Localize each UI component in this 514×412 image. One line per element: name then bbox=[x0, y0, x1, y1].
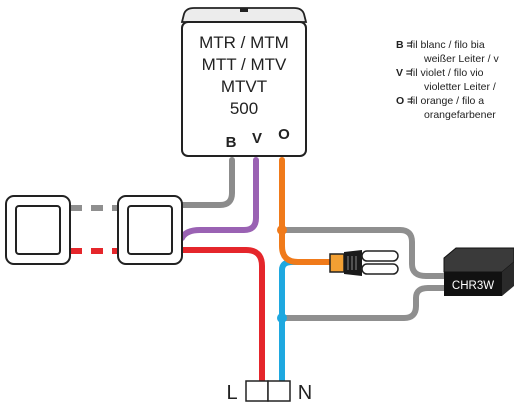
white-wire-b bbox=[179, 157, 235, 208]
grey-wire-upper bbox=[279, 227, 449, 279]
switch-left bbox=[5, 195, 71, 265]
chr3w-unit: CHR3W bbox=[443, 247, 514, 296]
switch-right bbox=[117, 195, 183, 265]
legend-entry-o: O = fil orange / filo a orangefarbener bbox=[396, 94, 514, 122]
module-model-line-3: MTVT bbox=[221, 77, 267, 96]
neutral-wire-n bbox=[279, 259, 337, 384]
grey-wire-lower bbox=[279, 285, 449, 321]
mains-terminal-block: L N bbox=[226, 380, 312, 404]
module-model-line-1: MTR / MTM bbox=[199, 33, 289, 52]
junction-dot-upper bbox=[277, 225, 287, 235]
legend-key-v: V = bbox=[396, 67, 413, 79]
wires bbox=[70, 157, 449, 384]
module-model-line-2: MTT / MTV bbox=[202, 55, 287, 74]
mains-label-n: N bbox=[298, 382, 312, 404]
legend-key-o: O = bbox=[396, 95, 414, 107]
terminal-label-b: B bbox=[226, 134, 237, 151]
wire-connector bbox=[329, 250, 399, 276]
violet-wire-v bbox=[179, 157, 259, 241]
legend-text-v-1: fil violet / filo vio bbox=[410, 67, 484, 79]
legend-text-b-2: weißer Leiter / v bbox=[424, 53, 499, 65]
legend-text-v-2: violetter Leiter / bbox=[424, 81, 496, 93]
legend-text-o-2: orangefarbener bbox=[424, 109, 496, 121]
phase-wire-l bbox=[179, 247, 265, 384]
legend-entry-b: B = fil blanc / filo bia weißer Leiter /… bbox=[396, 38, 514, 66]
terminal-label-v: V bbox=[252, 130, 262, 147]
legend-key-b: B = bbox=[396, 39, 413, 51]
orange-wire-o bbox=[279, 157, 337, 265]
terminal-label-o: O bbox=[278, 126, 290, 143]
wire-legend: B = fil blanc / filo bia weißer Leiter /… bbox=[396, 38, 514, 122]
legend-entry-v: V = fil violet / filo vio violetter Leit… bbox=[396, 66, 514, 94]
legend-text-o-1: fil orange / filo a bbox=[410, 95, 485, 107]
legend-text-b-1: fil blanc / filo bia bbox=[410, 39, 485, 51]
mains-label-l: L bbox=[226, 382, 237, 404]
control-module: MTR / MTM MTT / MTV MTVT 500 B V O bbox=[180, 7, 308, 157]
chr3w-label: CHR3W bbox=[452, 280, 494, 292]
junction-dot-lower bbox=[277, 313, 287, 323]
module-model-line-4: 500 bbox=[230, 99, 258, 118]
